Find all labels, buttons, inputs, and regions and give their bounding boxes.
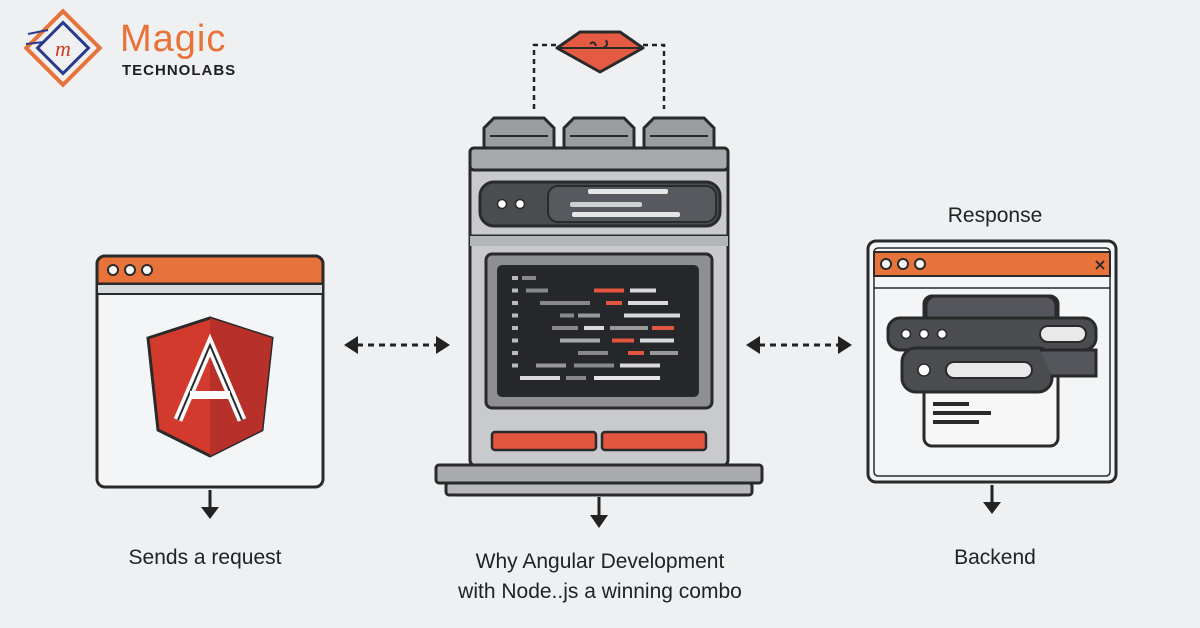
code-line xyxy=(578,313,600,318)
window-dot-icon xyxy=(897,258,909,270)
code-line xyxy=(594,288,624,293)
code-screen-icon xyxy=(484,252,714,410)
code-line xyxy=(512,276,518,280)
code-line xyxy=(512,326,518,330)
code-line xyxy=(584,326,604,330)
window-dot-icon xyxy=(914,258,926,270)
code-line xyxy=(526,288,548,293)
window-dot-icon xyxy=(141,264,153,276)
code-line xyxy=(578,351,608,355)
logo-mark-icon: m xyxy=(23,8,103,88)
company-logo[interactable]: m Magic TECHNOLABS xyxy=(8,4,258,94)
code-line xyxy=(640,338,674,343)
center-caption-line2: with Node..js a winning combo xyxy=(458,580,742,603)
client-browser-window xyxy=(95,254,325,489)
code-line xyxy=(512,363,518,368)
code-line xyxy=(624,313,680,318)
code-line xyxy=(606,301,622,305)
center-caption-line1: Why Angular Development xyxy=(475,550,725,573)
code-line xyxy=(628,351,644,355)
code-line xyxy=(512,288,518,293)
brand-name: Magic xyxy=(120,18,227,60)
backend-browser-window: × xyxy=(866,239,1118,484)
code-line xyxy=(630,288,656,293)
code-line xyxy=(620,363,660,368)
gem-icon xyxy=(555,30,645,74)
code-line xyxy=(560,338,600,343)
code-line xyxy=(512,351,518,355)
down-arrow-icon xyxy=(201,490,219,519)
window-dot-icon xyxy=(880,258,892,270)
window-dot-icon xyxy=(107,264,119,276)
close-icon: × xyxy=(1093,255,1106,274)
code-line xyxy=(628,301,668,305)
code-line xyxy=(610,326,648,330)
code-line xyxy=(520,376,560,380)
code-line xyxy=(512,301,518,305)
code-line xyxy=(652,326,674,330)
code-line xyxy=(560,313,574,318)
code-line xyxy=(650,351,678,355)
code-line xyxy=(512,313,518,318)
code-line xyxy=(552,326,578,330)
code-line xyxy=(522,276,536,280)
window-dot-icon xyxy=(124,264,136,276)
svg-text:m: m xyxy=(55,36,71,61)
code-line xyxy=(612,338,634,343)
server-icon xyxy=(434,30,764,497)
code-line xyxy=(594,376,660,380)
code-line xyxy=(566,376,586,380)
code-line xyxy=(540,301,590,305)
code-line xyxy=(574,363,614,368)
code-line xyxy=(512,338,518,343)
double-arrow-icon xyxy=(344,336,450,354)
sends-request-label: Sends a request xyxy=(128,546,282,569)
down-arrow-icon xyxy=(590,497,608,528)
double-arrow-icon xyxy=(746,336,852,354)
response-label: Response xyxy=(947,204,1043,227)
backend-label: Backend xyxy=(954,546,1036,569)
center-caption: Why Angular Development with Node..js a … xyxy=(400,547,800,607)
code-line xyxy=(536,363,566,368)
angular-logo-icon xyxy=(146,316,274,458)
brand-tagline: TECHNOLABS xyxy=(122,62,237,79)
down-arrow-icon xyxy=(983,485,1001,514)
